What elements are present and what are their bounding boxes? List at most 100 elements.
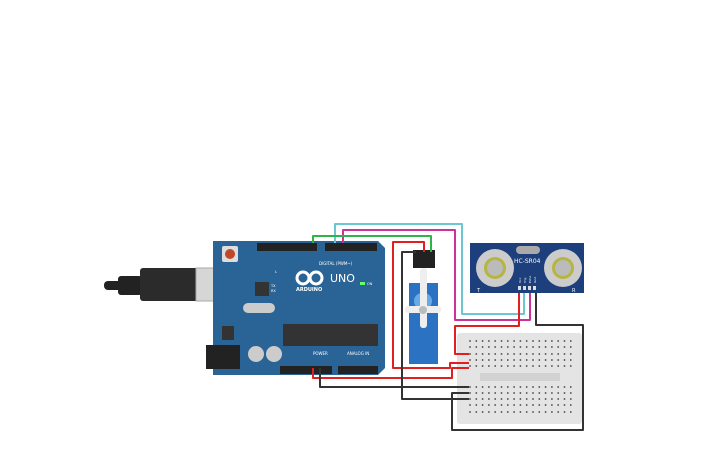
breadboard-hole[interactable] [569, 398, 572, 400]
breadboard-hole[interactable] [506, 398, 509, 400]
breadboard-hole[interactable] [519, 353, 522, 355]
breadboard-hole[interactable] [481, 404, 484, 406]
breadboard-hole[interactable] [544, 359, 547, 361]
breadboard-hole[interactable] [469, 386, 471, 388]
breadboard-hole[interactable] [532, 392, 534, 394]
breadboard-hole[interactable] [544, 404, 547, 406]
breadboard-hole[interactable] [469, 359, 471, 361]
breadboard-hole[interactable] [513, 386, 515, 388]
breadboard-hole[interactable] [551, 346, 553, 348]
breadboard-hole[interactable] [532, 411, 534, 413]
breadboard-hole[interactable] [494, 411, 497, 413]
breadboard-hole[interactable] [500, 353, 503, 355]
breadboard-hole[interactable] [500, 340, 503, 342]
breadboard-hole[interactable] [551, 365, 553, 367]
breadboard-hole[interactable] [500, 346, 503, 348]
breadboard-hole[interactable] [494, 386, 497, 388]
breadboard-hole[interactable] [513, 411, 515, 413]
breadboard-hole[interactable] [551, 411, 553, 413]
breadboard-hole[interactable] [557, 411, 560, 413]
breadboard-hole[interactable] [569, 365, 572, 367]
breadboard-hole[interactable] [563, 340, 566, 342]
breadboard-hole[interactable] [481, 411, 484, 413]
breadboard-hole[interactable] [544, 365, 547, 367]
breadboard-hole[interactable] [525, 346, 528, 348]
wire-magenta-echo[interactable] [342, 229, 531, 321]
breadboard-hole[interactable] [488, 404, 490, 406]
breadboard-hole[interactable] [538, 404, 541, 406]
breadboard-hole[interactable] [544, 392, 547, 394]
breadboard-hole[interactable] [494, 404, 497, 406]
arduino-uno-board[interactable]: ARDUINO UNO DIGITAL (PWM~) POWER ANALOG … [206, 241, 385, 375]
breadboard[interactable] [457, 333, 582, 424]
breadboard-hole[interactable] [475, 404, 478, 406]
breadboard-hole[interactable] [519, 386, 522, 388]
breadboard-hole[interactable] [557, 392, 560, 394]
wire-red-sensor-vcc[interactable] [454, 293, 520, 355]
breadboard-hole[interactable] [488, 359, 490, 361]
wire-cyan-trig[interactable] [334, 223, 525, 315]
breadboard-hole[interactable] [494, 359, 497, 361]
breadboard-hole[interactable] [513, 346, 515, 348]
breadboard-hole[interactable] [481, 346, 484, 348]
breadboard-hole[interactable] [475, 346, 478, 348]
breadboard-hole[interactable] [513, 404, 515, 406]
breadboard-hole[interactable] [551, 386, 553, 388]
breadboard-hole[interactable] [488, 346, 490, 348]
breadboard-hole[interactable] [538, 392, 541, 394]
breadboard-hole[interactable] [532, 340, 534, 342]
breadboard-hole[interactable] [525, 386, 528, 388]
breadboard-hole[interactable] [557, 353, 560, 355]
breadboard-hole[interactable] [519, 411, 522, 413]
breadboard-hole[interactable] [569, 411, 572, 413]
breadboard-hole[interactable] [532, 353, 534, 355]
breadboard-hole[interactable] [519, 365, 522, 367]
servo-connector[interactable] [413, 250, 435, 268]
breadboard-hole[interactable] [475, 386, 478, 388]
breadboard-hole[interactable] [519, 404, 522, 406]
breadboard-hole[interactable] [481, 386, 484, 388]
breadboard-hole[interactable] [557, 340, 560, 342]
digital-header-2[interactable] [325, 243, 377, 251]
analog-header[interactable] [338, 366, 378, 374]
breadboard-hole[interactable] [475, 359, 478, 361]
breadboard-hole[interactable] [481, 359, 484, 361]
breadboard-hole[interactable] [494, 365, 497, 367]
breadboard-hole[interactable] [569, 359, 572, 361]
breadboard-hole[interactable] [506, 353, 509, 355]
breadboard-hole[interactable] [469, 365, 471, 367]
breadboard-hole[interactable] [475, 392, 478, 394]
breadboard-hole[interactable] [513, 353, 515, 355]
breadboard-hole[interactable] [538, 365, 541, 367]
breadboard-hole[interactable] [557, 365, 560, 367]
breadboard-hole[interactable] [519, 359, 522, 361]
breadboard-hole[interactable] [488, 353, 490, 355]
breadboard-hole[interactable] [544, 353, 547, 355]
breadboard-hole[interactable] [500, 398, 503, 400]
breadboard-hole[interactable] [475, 411, 478, 413]
breadboard-hole[interactable] [469, 346, 471, 348]
breadboard-hole[interactable] [544, 340, 547, 342]
breadboard-hole[interactable] [506, 386, 509, 388]
breadboard-hole[interactable] [513, 359, 515, 361]
breadboard-hole[interactable] [469, 340, 471, 342]
breadboard-hole[interactable] [544, 346, 547, 348]
breadboard-hole[interactable] [475, 353, 478, 355]
breadboard-hole[interactable] [519, 392, 522, 394]
breadboard-hole[interactable] [538, 340, 541, 342]
breadboard-hole[interactable] [551, 398, 553, 400]
breadboard-hole[interactable] [532, 404, 534, 406]
breadboard-hole[interactable] [513, 365, 515, 367]
breadboard-hole[interactable] [532, 359, 534, 361]
breadboard-hole[interactable] [475, 340, 478, 342]
breadboard-hole[interactable] [488, 398, 490, 400]
breadboard-hole[interactable] [563, 404, 566, 406]
breadboard-hole[interactable] [538, 411, 541, 413]
breadboard-hole[interactable] [569, 346, 572, 348]
breadboard-hole[interactable] [481, 365, 484, 367]
breadboard-hole[interactable] [469, 398, 471, 400]
breadboard-hole[interactable] [506, 392, 509, 394]
breadboard-hole[interactable] [481, 353, 484, 355]
breadboard-hole[interactable] [538, 386, 541, 388]
